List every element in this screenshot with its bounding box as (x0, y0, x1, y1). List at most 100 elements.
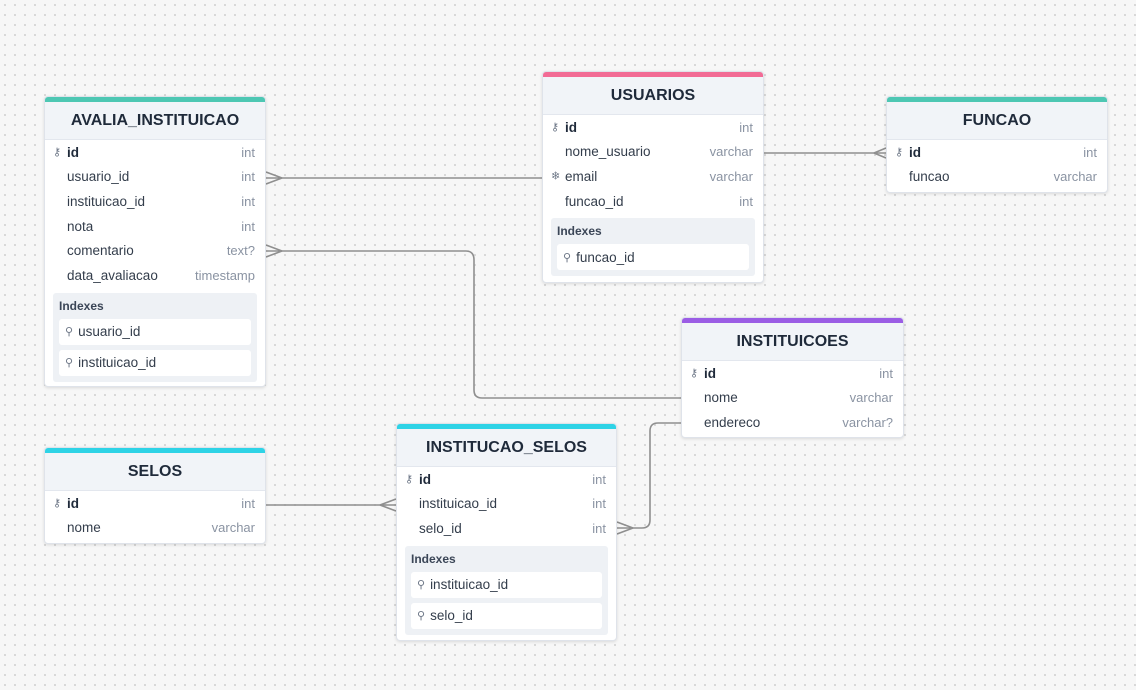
field-row[interactable]: nota int (45, 214, 265, 239)
key-icon: ⚷ (895, 146, 904, 159)
field-type: int (592, 471, 606, 487)
field-name: usuario_id (67, 169, 130, 185)
field-name: email (565, 168, 598, 184)
table-header[interactable]: SELOS (45, 448, 265, 491)
field-name: selo_id (419, 520, 462, 536)
field-name: id (67, 495, 79, 511)
field-row[interactable]: funcao varchar (887, 165, 1107, 190)
indexes-panel: Indexes ⚲ funcao_id (551, 218, 755, 277)
indexes-title: Indexes (59, 298, 104, 313)
field-row[interactable]: nome_usuario varchar (543, 140, 763, 165)
index-item[interactable]: ⚲ usuario_id (59, 318, 251, 345)
table-header[interactable]: FUNCAO (887, 97, 1107, 140)
table-header[interactable]: INSTITUICOES (682, 318, 903, 361)
field-row[interactable]: endereco varchar? (682, 410, 903, 435)
field-name: id (419, 471, 431, 487)
field-name: comentario (67, 243, 134, 259)
field-type: int (241, 193, 255, 209)
field-type: int (241, 169, 255, 185)
field-row[interactable]: usuario_id int (45, 165, 265, 190)
field-type: int (739, 193, 753, 209)
field-name: id (909, 144, 921, 160)
field-name: funcao (909, 169, 950, 185)
field-name: nome (704, 390, 738, 406)
key-icon: ⚷ (53, 146, 62, 159)
field-name: nota (67, 218, 94, 234)
field-name: nome (67, 520, 101, 536)
key-icon: ⚷ (690, 367, 699, 380)
index-icon: ⚲ (417, 579, 426, 592)
field-type: int (739, 119, 753, 135)
indexes-panel: Indexes ⚲ usuario_id ⚲ instituicao_id (53, 292, 257, 382)
field-type: varchar (709, 168, 753, 184)
field-row[interactable]: data_avaliacao timestamp (45, 263, 265, 288)
field-row[interactable]: instituicao_id int (397, 492, 616, 517)
field-row[interactable]: nome varchar (45, 516, 265, 541)
field-row[interactable]: ⚷ id int (543, 115, 763, 140)
field-row[interactable]: comentario text? (45, 238, 265, 263)
field-type: varchar (211, 520, 255, 536)
field-type: text? (226, 243, 255, 259)
field-name: nome_usuario (565, 144, 651, 160)
table-header[interactable]: AVALIA_INSTITUICAO (45, 97, 265, 140)
field-type: int (241, 495, 255, 511)
index-item[interactable]: ⚲ instituicao_id (411, 571, 602, 598)
index-icon: ⚲ (65, 326, 74, 339)
unique-icon: ❄ (551, 170, 561, 183)
crowfoot-avalia-usuario (265, 171, 283, 185)
index-name: selo_id (430, 608, 473, 624)
key-icon: ⚷ (551, 121, 560, 134)
indexes-title: Indexes (411, 551, 456, 566)
index-item[interactable]: ⚲ funcao_id (557, 244, 749, 271)
field-name: funcao_id (565, 193, 624, 209)
key-icon: ⚷ (405, 473, 414, 486)
index-name: funcao_id (576, 249, 635, 265)
field-row[interactable]: nome varchar (682, 386, 903, 411)
table-header[interactable]: INSTITUCAO_SELOS (397, 424, 616, 467)
field-name: instituicao_id (419, 496, 498, 512)
index-icon: ⚲ (65, 357, 74, 370)
indexes-title: Indexes (557, 224, 602, 239)
field-name: data_avaliacao (67, 267, 158, 283)
field-row[interactable]: selo_id int (397, 516, 616, 541)
field-type: varchar (1053, 169, 1097, 185)
field-name: endereco (704, 414, 761, 430)
field-type: timestamp (195, 267, 255, 283)
indexes-panel: Indexes ⚲ instituicao_id ⚲ selo_id (405, 545, 608, 635)
crowfoot-institucao-selos-selo (616, 521, 634, 535)
index-item[interactable]: ⚲ instituicao_id (59, 349, 251, 376)
field-type: int (879, 365, 893, 381)
crowfoot-institucao-selos (379, 498, 397, 512)
field-name: id (67, 144, 79, 160)
field-name: id (565, 119, 577, 135)
field-row[interactable]: ❄ email varchar (543, 164, 763, 189)
index-item[interactable]: ⚲ selo_id (411, 602, 602, 629)
edge-instituicoes-institucao-selos (617, 422, 681, 529)
field-type: int (592, 520, 606, 536)
index-name: instituicao_id (78, 355, 157, 371)
index-icon: ⚲ (417, 610, 426, 623)
field-type: int (241, 218, 255, 234)
field-type: varchar? (842, 414, 893, 430)
table-header[interactable]: USUARIOS (543, 72, 763, 115)
index-name: usuario_id (78, 324, 141, 340)
field-type: varchar (849, 390, 893, 406)
field-row[interactable]: funcao_id int (543, 189, 763, 214)
field-type: varchar (709, 144, 753, 160)
index-name: instituicao_id (430, 577, 509, 593)
field-row[interactable]: ⚷ id int (397, 467, 616, 492)
field-type: int (592, 496, 606, 512)
crowfoot-funcao (873, 147, 887, 159)
index-icon: ⚲ (563, 251, 572, 264)
